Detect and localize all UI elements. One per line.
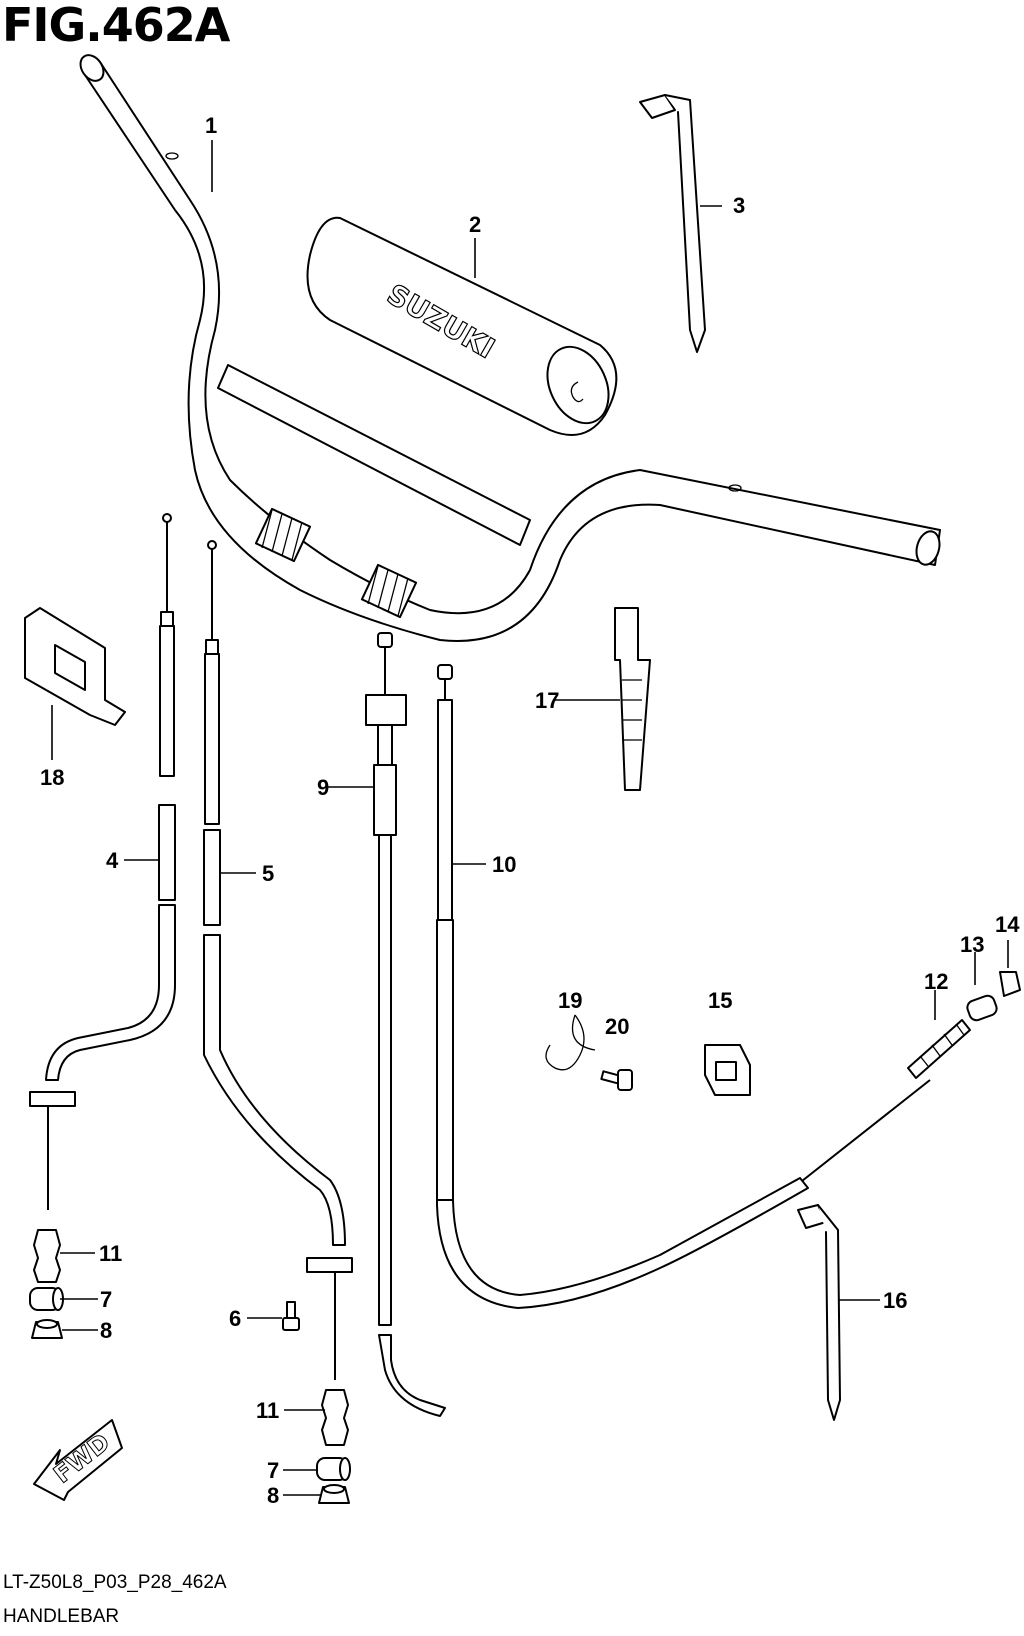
cable-part <box>203 540 353 1380</box>
callout-5: 5 <box>262 861 274 886</box>
bolt-part <box>282 1301 300 1331</box>
handlebar-pad-part: SUZUKI <box>306 216 618 436</box>
callout-16: 16 <box>883 1288 907 1313</box>
handlebar-part <box>79 54 941 642</box>
handlebar-grip-knurl <box>360 563 418 619</box>
callout-11b: 11 <box>256 1398 279 1423</box>
adjuster-part <box>316 1457 351 1481</box>
callout-numbers: 1 2 3 4 5 6 7 7 8 8 9 10 11 11 12 13 14 … <box>40 113 1020 1508</box>
adjuster-part <box>966 994 998 1022</box>
callout-9: 9 <box>317 775 329 800</box>
handlebar-grip-knurl <box>254 507 312 563</box>
figure-title: FIG.462A <box>2 0 230 52</box>
callout-7b: 7 <box>267 1458 279 1483</box>
callout-4: 4 <box>106 848 119 873</box>
callout-8b: 8 <box>267 1483 279 1508</box>
callout-19: 19 <box>558 988 582 1013</box>
clip-part <box>545 1014 596 1071</box>
cable-part <box>365 632 446 1417</box>
callout-6: 6 <box>229 1306 241 1331</box>
callout-17: 17 <box>535 688 559 713</box>
figure-caption: HANDLEBAR <box>3 1606 120 1627</box>
callout-10: 10 <box>492 852 516 877</box>
callout-11a: 11 <box>99 1241 122 1266</box>
band-part <box>614 607 651 791</box>
callout-8a: 8 <box>100 1318 112 1343</box>
leader-lines <box>51 140 1009 1496</box>
callout-20: 20 <box>605 1014 629 1039</box>
callout-7a: 7 <box>100 1287 112 1312</box>
boot-part <box>33 1229 61 1283</box>
adjuster-part <box>29 1287 64 1311</box>
callout-2: 2 <box>469 212 481 237</box>
nut-part <box>999 971 1021 997</box>
bolt-part <box>600 1069 633 1091</box>
nut-part <box>318 1484 350 1504</box>
cable-part <box>29 513 176 1210</box>
bracket-part <box>24 607 126 726</box>
spring-part <box>907 1019 971 1079</box>
clamp-part <box>704 1044 751 1096</box>
forward-direction-arrow: FWD <box>33 1419 123 1501</box>
cable-tie-part <box>797 1204 841 1421</box>
reference-code: LT-Z50L8_P03_P28_462A <box>3 1572 227 1593</box>
callout-12: 12 <box>924 969 948 994</box>
callout-13: 13 <box>960 932 984 957</box>
callout-3: 3 <box>733 193 745 218</box>
cable-part <box>436 664 931 1309</box>
callout-14: 14 <box>995 912 1020 937</box>
cable-tie-part <box>639 94 706 353</box>
boot-part <box>321 1389 349 1446</box>
callout-18: 18 <box>40 765 64 790</box>
callout-1: 1 <box>205 113 217 138</box>
callout-15: 15 <box>708 988 732 1013</box>
nut-part <box>31 1319 63 1339</box>
